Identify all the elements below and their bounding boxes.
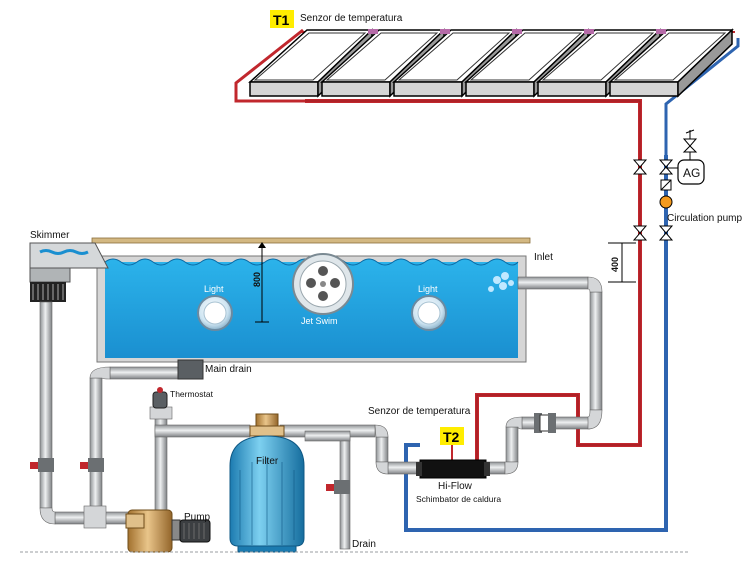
drain-label: Drain bbox=[352, 539, 376, 550]
ball-valve-icon[interactable] bbox=[80, 458, 104, 472]
circulation-pump-icon[interactable] bbox=[659, 195, 673, 209]
skimmer bbox=[29, 242, 109, 269]
solar-hot-pipe-left bbox=[234, 28, 305, 103]
pool-light-left bbox=[197, 295, 233, 331]
pool-light-right bbox=[411, 295, 447, 331]
valve-icon[interactable] bbox=[632, 225, 648, 241]
circulation-pump-label: Circulation pump bbox=[667, 213, 742, 224]
circulation-pump-main bbox=[125, 509, 211, 553]
check-valve-icon bbox=[660, 179, 672, 191]
thermostat-label: Thermostat bbox=[170, 389, 214, 399]
dim-800-label: 800 bbox=[252, 272, 262, 287]
jet-swim-label: Jet Swim bbox=[301, 316, 338, 326]
solar-cold-return bbox=[664, 38, 740, 155]
valve-icon[interactable] bbox=[658, 159, 674, 175]
thermostat-icon bbox=[152, 387, 168, 409]
ball-valve-icon[interactable] bbox=[326, 480, 350, 494]
skimmer-label: Skimmer bbox=[30, 230, 70, 241]
heat-exchanger bbox=[416, 459, 490, 479]
light-right-label: Light bbox=[418, 284, 438, 294]
filter-label: Filter bbox=[256, 456, 279, 467]
solar-collectors bbox=[234, 28, 740, 155]
heat-exchanger-label: Schimbator de caldura bbox=[416, 494, 501, 504]
valve-icon[interactable] bbox=[658, 225, 674, 241]
t2-tag bbox=[440, 427, 464, 445]
inlet-jet-icon bbox=[488, 272, 514, 292]
t2-tag-label: T2 bbox=[443, 429, 460, 445]
main-drain-label: Main drain bbox=[205, 364, 252, 375]
gate-valve-icon[interactable] bbox=[534, 413, 556, 433]
t1-tag-label: T1 bbox=[273, 12, 290, 28]
hi-flow-label: Hi-Flow bbox=[438, 481, 473, 492]
ball-valve-icon[interactable] bbox=[30, 458, 54, 472]
safety-valve-icon bbox=[682, 129, 698, 153]
solar-sensor-label: Senzor de temperatura bbox=[300, 13, 403, 24]
light-left-label: Light bbox=[204, 284, 224, 294]
dim-400-label: 400 bbox=[610, 257, 620, 272]
inlet-label: Inlet bbox=[534, 252, 553, 263]
pool-deck bbox=[91, 237, 531, 244]
expansion-tank bbox=[677, 159, 705, 185]
t1-tag bbox=[270, 10, 294, 28]
pool-sensor-label: Senzor de temperatura bbox=[368, 406, 471, 417]
main-drain bbox=[177, 359, 204, 380]
cold-return-pipe bbox=[404, 155, 668, 532]
valve-icon[interactable] bbox=[632, 159, 648, 175]
solar-panel bbox=[608, 28, 734, 98]
pump-label: Pump bbox=[184, 512, 211, 523]
expansion-tank-label: AG bbox=[683, 166, 700, 180]
skimmer-basket-icon bbox=[30, 282, 66, 302]
sand-filter bbox=[229, 413, 305, 553]
jet-swim-unit bbox=[292, 253, 354, 315]
